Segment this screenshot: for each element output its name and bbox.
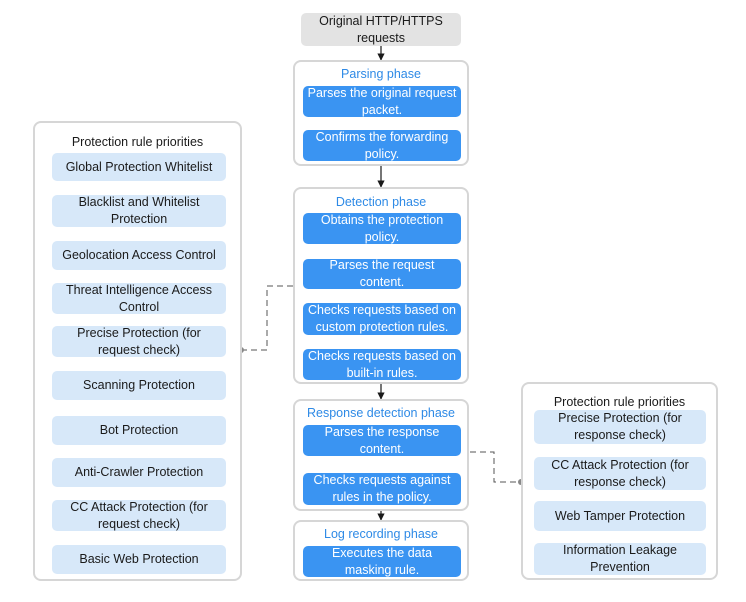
priority-cc-request: CC Attack Protection (for request check) (52, 500, 226, 531)
priority-basic-web: Basic Web Protection (52, 545, 226, 574)
priority-global-whitelist: Global Protection Whitelist (52, 153, 226, 181)
parsing-phase-title: Parsing phase (341, 67, 421, 81)
step-confirm-policy: Confirms the forwarding policy. (303, 130, 461, 161)
log-phase-title: Log recording phase (324, 527, 438, 541)
detection-phase-panel: Detection phase Obtains the protection p… (293, 187, 469, 384)
step-parse-response: Parses the response content. (303, 425, 461, 456)
priority-geolocation: Geolocation Access Control (52, 241, 226, 270)
priority-scanning: Scanning Protection (52, 371, 226, 400)
step-parse-packet: Parses the original request packet. (303, 86, 461, 117)
priority-blacklist-whitelist: Blacklist and Whitelist Protection (52, 195, 226, 227)
request-priorities-title: Protection rule priorities (71, 135, 204, 149)
priority-leakage-prevention: Information Leakage Prevention (534, 543, 706, 575)
priority-web-tamper: Web Tamper Protection (534, 501, 706, 531)
priority-precise-request: Precise Protection (for request check) (52, 326, 226, 357)
step-obtain-policy: Obtains the protection policy. (303, 213, 461, 244)
step-parse-request: Parses the request content. (303, 258, 461, 289)
priority-anti-crawler: Anti-Crawler Protection (52, 458, 226, 487)
priority-threat-intelligence: Threat Intelligence Access Control (52, 283, 226, 314)
dashed-link-response (470, 451, 521, 483)
response-priorities-title: Protection rule priorities (553, 395, 686, 409)
response-phase-title: Response detection phase (306, 406, 456, 420)
step-builtin-rules: Checks requests based on built-in rules. (303, 349, 461, 380)
priority-precise-response: Precise Protection (for response check) (534, 410, 706, 444)
response-phase-panel: Response detection phase Parses the resp… (293, 399, 469, 511)
priority-bot: Bot Protection (52, 416, 226, 445)
parsing-phase-panel: Parsing phase Parses the original reques… (293, 60, 469, 166)
step-data-masking: Executes the data masking rule. (303, 546, 461, 577)
step-check-policy-rules: Checks requests against rules in the pol… (303, 473, 461, 505)
log-phase-panel: Log recording phase Executes the data ma… (293, 520, 469, 581)
start-node: Original HTTP/HTTPS requests (301, 13, 461, 46)
detection-phase-title: Detection phase (335, 195, 427, 209)
dashed-link-detection (241, 285, 293, 351)
step-custom-rules: Checks requests based on custom protecti… (303, 303, 461, 335)
priority-cc-response: CC Attack Protection (for response check… (534, 457, 706, 490)
start-label: Original HTTP/HTTPS requests (319, 13, 443, 45)
